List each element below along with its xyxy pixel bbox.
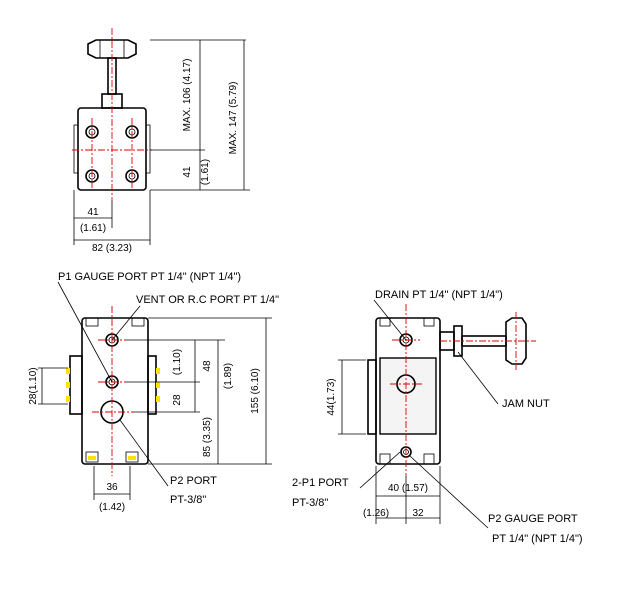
dim-max147: MAX. 147 (5.79) xyxy=(228,82,239,155)
dim-110: (1.10) xyxy=(172,349,183,375)
side-window xyxy=(379,357,437,435)
label-p2-gauge-port: P2 GAUGE PORT xyxy=(488,513,578,525)
label-p1-port: 2-P1 PORT xyxy=(292,477,349,489)
dim-155: 155 (6.10) xyxy=(250,368,261,414)
dim-85: 85 (3.35) xyxy=(202,417,213,457)
label-p1-port-spec: PT-3/8" xyxy=(292,497,328,509)
dim-189: (1.89) xyxy=(223,363,234,389)
right-flange xyxy=(147,355,157,415)
dim-161-vertical: (1.61) xyxy=(200,159,211,185)
front-view xyxy=(38,281,272,500)
dim-48: 48 xyxy=(202,360,213,372)
label-drain: DRAIN PT 1/4" (NPT 1/4") xyxy=(375,289,503,301)
label-vent-port: VENT OR R.C PORT PT 1/4" xyxy=(136,294,279,306)
label-p2-port-spec: PT-3/8" xyxy=(170,494,206,506)
label-p2-gauge-spec: PT 1/4" (NPT 1/4") xyxy=(492,533,583,545)
dim-28: 28 xyxy=(172,394,183,406)
top-view xyxy=(72,28,250,245)
dim-41-vertical: 41 xyxy=(182,166,193,178)
side-knob xyxy=(505,317,527,365)
label-jam-nut: JAM NUT xyxy=(502,398,550,410)
dim-161-horizontal: (1.61) xyxy=(80,223,106,234)
dim-126: (1.26) xyxy=(363,508,389,519)
dim-44: 44(1.73) xyxy=(326,378,337,415)
left-flange xyxy=(69,355,83,415)
dim-82: 82 (3.23) xyxy=(92,243,132,254)
dim-max106: MAX. 106 (4.17) xyxy=(182,59,193,132)
dim-32: 32 xyxy=(412,508,424,519)
dim-40: 40 (1.57) xyxy=(388,483,428,494)
side-flange xyxy=(367,359,377,435)
dim-142: (1.42) xyxy=(99,502,125,513)
knob-handle xyxy=(87,39,137,59)
dim-28-left: 28(1.10) xyxy=(28,367,39,404)
dim-36: 36 xyxy=(106,482,118,493)
side-view xyxy=(338,299,536,529)
label-p1-gauge-port: P1 GAUGE PORT PT 1/4" (NPT 1/4") xyxy=(58,271,241,283)
label-p2-port: P2 PORT xyxy=(170,475,217,487)
dim-41-horizontal: 41 xyxy=(87,207,99,218)
